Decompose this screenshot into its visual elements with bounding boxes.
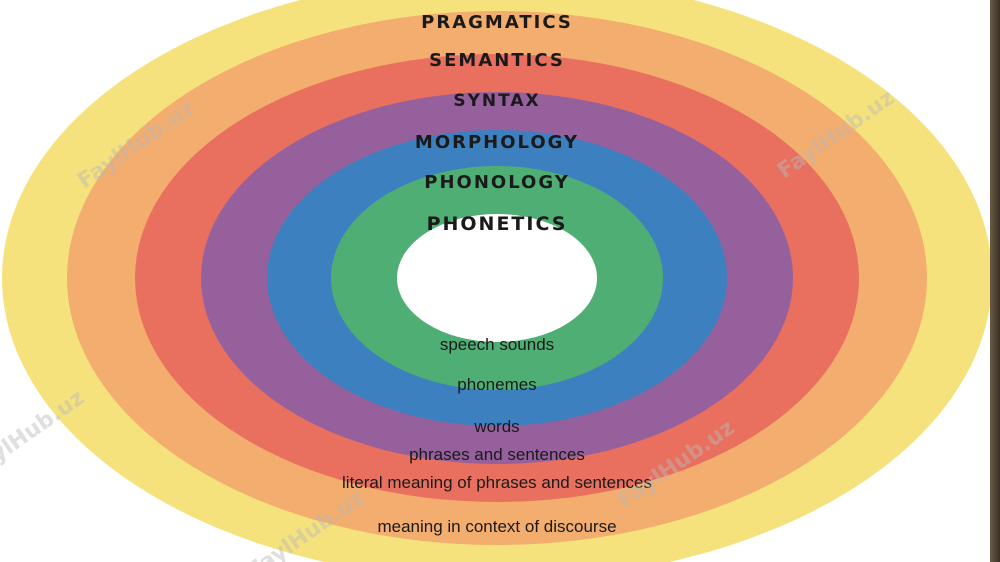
- right-edge-strip: [990, 0, 1000, 562]
- layer-name-pragmatics: PRAGMATICS: [421, 12, 573, 33]
- center-hole: [397, 214, 597, 342]
- layer-name-morphology: MORPHOLOGY: [415, 132, 579, 153]
- layer-name-phonetics: PHONETICS: [427, 213, 568, 235]
- layer-unit-pragmatics: meaning in context of discourse: [377, 517, 616, 536]
- layer-units: meaning in context of discourse literal m…: [342, 335, 652, 536]
- layer-name-phonology: PHONOLOGY: [424, 172, 569, 193]
- layer-unit-syntax: phrases and sentences: [409, 445, 585, 464]
- layer-unit-semantics: literal meaning of phrases and sentences: [342, 473, 652, 492]
- layer-unit-morphology: words: [473, 417, 519, 436]
- layer-unit-phonology: phonemes: [457, 375, 536, 394]
- layer-name-syntax: SYNTAX: [453, 91, 540, 111]
- layer-name-semantics: SEMANTICS: [429, 50, 565, 71]
- layer-names: PRAGMATICS SEMANTICS SYNTAX MORPHOLOGY PHONO…: [415, 12, 579, 235]
- layer-unit-phonetics: speech sounds: [440, 335, 554, 354]
